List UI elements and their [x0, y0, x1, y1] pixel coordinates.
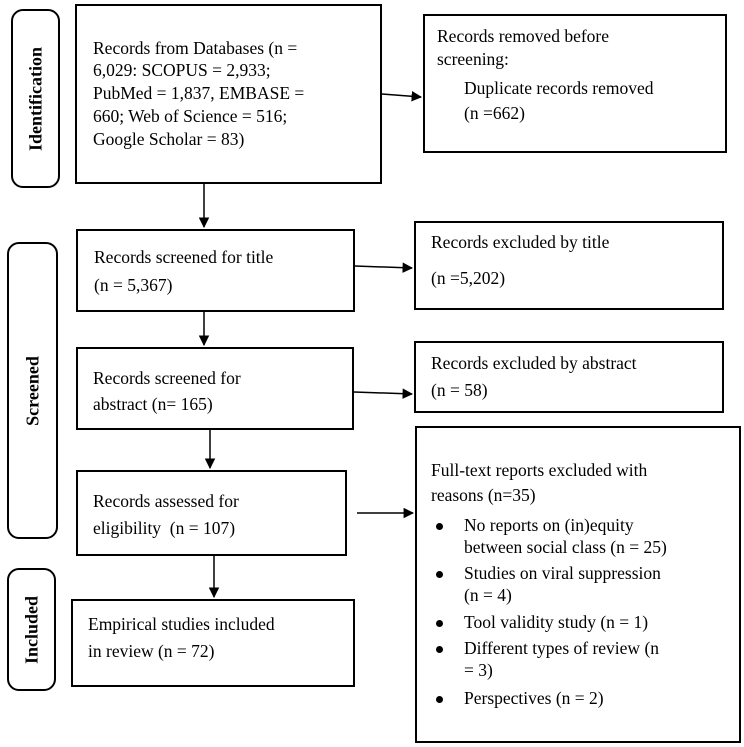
removed-line-1: Records removed before: [437, 26, 610, 46]
databases-line-1: Records from Databases (n =: [93, 38, 298, 58]
databases-line-4: 660; Web of Science = 516;: [93, 106, 288, 126]
databases-line-2: 6,029: SCOPUS = 2,933;: [93, 60, 271, 80]
databases-line-5: Google Scholar = 83): [93, 129, 245, 149]
arrow-databases-to-removed: [381, 91, 423, 102]
reason-text: Different types of review (n: [464, 638, 660, 658]
removed-line-4: (n =662): [464, 103, 525, 123]
bullet-icon: [436, 646, 443, 653]
box-records-removed: Records removed before screening: Duplic…: [423, 14, 727, 153]
reason-item: No reports on (in)equity between social …: [431, 514, 667, 558]
reason-text: No reports on (in)equity: [464, 515, 634, 535]
fulltext-line-1: Full-text reports excluded with: [431, 460, 648, 480]
box-screened-title: Records screened for title (n = 5,367): [76, 229, 355, 312]
reason-text: between social class (n = 25): [464, 537, 667, 557]
excluded-title-line-2: (n =5,202): [431, 268, 506, 288]
reason-text: = 3): [464, 660, 493, 680]
excluded-title-line-1: Records excluded by title: [431, 232, 610, 252]
removed-line-2: screening:: [437, 49, 509, 69]
removed-line-3: Duplicate records removed: [464, 78, 654, 98]
reason-text: (n = 4): [464, 585, 512, 605]
reason-item: Different types of review (n = 3): [431, 637, 667, 681]
box-records-databases: Records from Databases (n = 6,029: SCOPU…: [75, 4, 382, 184]
stage-label-identification: Identification: [11, 9, 60, 188]
reason-text: Studies on viral suppression: [464, 563, 661, 583]
reason-text: Perspectives (n = 2): [464, 688, 604, 708]
eligibility-line-2: eligibility (n = 107): [93, 518, 236, 538]
bullet-icon: [436, 620, 443, 627]
box-eligibility: Records assessed for eligibility (n = 10…: [76, 470, 347, 556]
excluded-abstract-line-2: (n = 58): [431, 380, 488, 400]
reason-item: Perspectives (n = 2): [431, 687, 667, 709]
arrow-abstract-to-excluded: [353, 388, 414, 399]
bullet-icon: [436, 571, 443, 578]
reason-text: Tool validity study (n = 1): [464, 612, 649, 632]
stage-label-screened: Screened: [7, 242, 58, 539]
screened-title-line-1: Records screened for title: [94, 247, 274, 267]
box-screened-abstract: Records screened for abstract (n= 165): [76, 347, 354, 430]
fulltext-reason-list: No reports on (in)equity between social …: [431, 514, 667, 709]
box-excluded-title: Records excluded by title (n =5,202): [414, 221, 724, 310]
databases-line-3: PubMed = 1,837, EMBASE =: [93, 83, 305, 103]
reason-item: Tool validity study (n = 1): [431, 611, 667, 633]
bullet-icon: [436, 523, 443, 530]
included-line-2: in review (n = 72): [88, 641, 215, 661]
arrow-title-to-excluded: [354, 262, 414, 273]
box-fulltext-excluded: Full-text reports excluded with reasons …: [415, 426, 741, 743]
fulltext-line-2: reasons (n=35): [431, 485, 536, 505]
excluded-abstract-line-1: Records excluded by abstract: [431, 353, 637, 373]
eligibility-line-1: Records assessed for: [93, 491, 239, 511]
box-excluded-abstract: Records excluded by abstract (n = 58): [414, 341, 724, 413]
box-included: Empirical studies included in review (n …: [71, 599, 355, 687]
stage-label-included: Included: [7, 568, 56, 691]
screened-title-line-2: (n = 5,367): [94, 275, 173, 295]
included-line-1: Empirical studies included: [88, 614, 275, 634]
screened-abstract-line-2: abstract (n= 165): [93, 394, 213, 414]
bullet-icon: [436, 696, 443, 703]
reason-item: Studies on viral suppression (n = 4): [431, 562, 667, 606]
screened-abstract-line-1: Records screened for: [93, 368, 241, 388]
